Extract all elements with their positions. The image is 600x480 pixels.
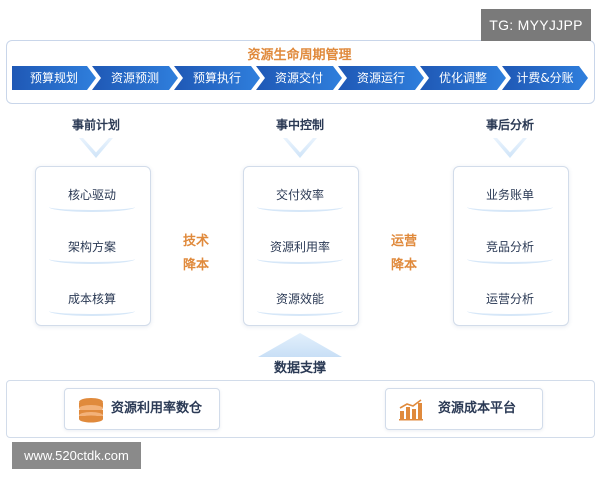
item-divider xyxy=(467,306,553,316)
stage-budget-planning: 预算规划 xyxy=(12,66,96,90)
support-item-label: 资源成本平台 xyxy=(438,401,517,416)
process-flow: 预算规划 资源预测 预算执行 资源交付 资源运行 优化调整 计费&分账 xyxy=(12,66,592,90)
stage-billing: 计费&分账 xyxy=(502,66,588,90)
side-label-line1: 运营 xyxy=(390,234,417,249)
support-item-utilization-warehouse: 资源利用率数仓 xyxy=(64,388,220,430)
chevron-down-icon xyxy=(79,138,113,158)
item-divider xyxy=(257,202,343,212)
side-label-line1: 技术 xyxy=(182,234,209,249)
item-competitor-analysis: 竞品分析 xyxy=(485,240,534,254)
support-item-cost-platform: 资源成本平台 xyxy=(385,388,543,430)
side-label-ops-cost-reduction: 运营 降本 xyxy=(384,230,424,278)
stage-resource-forecast: 资源预测 xyxy=(92,66,178,90)
support-title: 数据支撑 xyxy=(273,361,326,376)
side-label-line2: 降本 xyxy=(182,258,209,273)
item-resource-utilization: 资源利用率 xyxy=(269,240,330,254)
item-divider xyxy=(467,254,553,264)
item-divider xyxy=(49,202,135,212)
column-title-pre-plan: 事前计划 xyxy=(71,118,120,132)
item-divider xyxy=(257,306,343,316)
stage-resource-operation: 资源运行 xyxy=(338,66,424,90)
card-post-analysis xyxy=(453,166,569,326)
bar-chart-icon xyxy=(399,399,423,421)
side-label-line2: 降本 xyxy=(390,258,417,273)
item-operations-analysis: 运营分析 xyxy=(485,292,534,306)
item-divider xyxy=(467,202,553,212)
item-divider xyxy=(49,306,135,316)
stage-budget-execution: 预算执行 xyxy=(174,66,260,90)
stage-optimization: 优化调整 xyxy=(420,66,506,90)
item-business-bill: 业务账单 xyxy=(485,188,534,202)
item-resource-effectiveness: 资源效能 xyxy=(275,292,324,306)
item-core-drive: 核心驱动 xyxy=(67,188,116,202)
card-pre-plan xyxy=(35,166,151,326)
stage-resource-delivery: 资源交付 xyxy=(256,66,342,90)
card-in-process xyxy=(243,166,359,326)
column-title-post-analysis: 事后分析 xyxy=(485,118,534,132)
item-divider xyxy=(49,254,135,264)
item-delivery-efficiency: 交付效率 xyxy=(275,188,324,202)
watermark-tg: TG: MYYJJPP xyxy=(481,9,591,41)
support-item-label: 资源利用率数仓 xyxy=(111,401,203,416)
database-icon xyxy=(79,398,103,423)
item-architecture-plan: 架构方案 xyxy=(67,240,116,254)
chevron-down-icon xyxy=(493,138,527,158)
column-title-in-process: 事中控制 xyxy=(275,118,324,132)
watermark-site: www.520ctdk.com xyxy=(12,442,141,469)
item-cost-accounting: 成本核算 xyxy=(67,292,116,306)
chevron-down-icon xyxy=(283,138,317,158)
chevron-up-icon xyxy=(258,333,342,357)
lifecycle-title: 资源生命周期管理 xyxy=(247,48,352,63)
side-label-tech-cost-reduction: 技术 降本 xyxy=(176,230,216,278)
item-divider xyxy=(257,254,343,264)
